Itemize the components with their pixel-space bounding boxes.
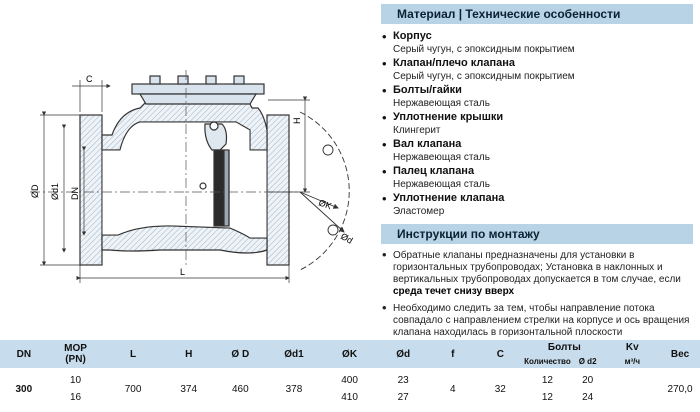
col-header-l: L	[103, 340, 163, 370]
col-header-bolts: Болты	[524, 340, 605, 354]
spec-table: DN MOP(PN) L H Ø D Ød1 ØK Ød f C Болты K…	[0, 340, 700, 406]
materials-list: Корпус Серый чугун, с эпоксидным покрыти…	[381, 29, 693, 218]
material-item: Уплотнение крышки Клингерит	[381, 110, 693, 137]
cell-weight: 270,0	[660, 368, 700, 406]
material-item: Болты/гайки Нержавеющая сталь	[381, 83, 693, 110]
cell-k: 400	[321, 368, 378, 389]
cell-mop: 16	[69, 392, 82, 403]
valve-disc	[199, 121, 230, 227]
material-name: Корпус	[393, 30, 432, 42]
cell-k: 410	[341, 392, 358, 403]
material-name: Клапан/плечо клапана	[393, 57, 516, 69]
cell-bolts-d2: 24	[582, 392, 594, 403]
cell-h: 374	[162, 368, 215, 406]
spec-sidebar: Материал | Технические особенности Корпу…	[381, 4, 693, 344]
dim-label-d1: Ød1	[50, 183, 60, 200]
cell-dn: 300	[0, 368, 48, 406]
dimension-lines	[40, 80, 310, 283]
table-row: 300 10 700 374 460 378 400 23 4 32 12 20…	[0, 368, 700, 406]
materials-header: Материал | Технические особенности	[381, 4, 693, 24]
instruction-emphasis: среда течет снизу вверх	[393, 286, 515, 297]
col-header-mop-sub: (PN)	[65, 354, 86, 365]
material-name: Уплотнение клапана	[393, 192, 505, 204]
material-name: Болты/гайки	[393, 84, 462, 96]
dim-label-c: C	[86, 74, 93, 84]
flange-bolt-circle	[299, 111, 350, 271]
material-name: Палец клапана	[393, 165, 475, 177]
col-header-bolts-qty: Количество	[524, 354, 571, 370]
cell-c: 32	[476, 368, 525, 406]
cell-small-d: 23	[377, 368, 429, 389]
material-item: Уплотнение клапана Эластомер	[381, 191, 693, 218]
col-header-small-d: Ød	[377, 340, 429, 370]
col-header-c: C	[476, 340, 525, 370]
col-header-d: Ø D	[214, 340, 267, 370]
instruction-item: Необходимо следить за тем, чтобы направл…	[381, 302, 693, 339]
material-value: Нержавеющая сталь	[393, 98, 490, 109]
cell-bolts-qty: 12	[541, 392, 553, 403]
cell-kv	[604, 368, 661, 406]
instruction-text: Обратные клапаны предназначены для устан…	[393, 250, 681, 285]
material-item: Палец клапана Нержавеющая сталь	[381, 164, 693, 191]
material-value: Серый чугун, с эпоксидным покрытием	[393, 71, 575, 82]
material-item: Вал клапана Нержавеющая сталь	[381, 137, 693, 164]
valve-cover	[131, 75, 265, 105]
cell-bolts-qty: 12	[524, 368, 571, 389]
valve-bore	[101, 121, 268, 239]
cell-bolts-d2: 20	[570, 368, 605, 389]
col-header-d1: Ød1	[266, 340, 322, 370]
material-value: Эластомер	[393, 206, 445, 217]
dim-label-l: L	[180, 267, 185, 277]
col-header-bolts-d2: Ø d2	[570, 354, 605, 370]
material-item: Клапан/плечо клапана Серый чугун, с эпок…	[381, 56, 693, 83]
cell-mop: 10	[47, 368, 104, 389]
instructions-header: Инструкции по монтажу	[381, 224, 693, 244]
col-header-h: H	[162, 340, 215, 370]
material-item: Корпус Серый чугун, с эпоксидным покрыти…	[381, 29, 693, 56]
cell-d1: 378	[266, 368, 322, 406]
dim-label-dn: DN	[70, 187, 80, 200]
material-name: Вал клапана	[393, 138, 462, 150]
col-header-k: ØK	[321, 340, 378, 370]
valve-section-svg: C H ØD Ød1 DN ØK Ød L	[30, 70, 354, 283]
dim-label-small-d: Ød	[339, 231, 354, 246]
material-value: Клингерит	[393, 125, 441, 136]
material-name: Уплотнение крышки	[393, 111, 504, 123]
dim-label-d: ØD	[30, 184, 40, 198]
col-header-f: f	[428, 340, 477, 370]
col-header-kv: Kv	[604, 340, 661, 354]
instruction-text: Необходимо следить за тем, чтобы направл…	[393, 303, 690, 338]
material-value: Нержавеющая сталь	[393, 179, 490, 190]
dim-label-k: ØK	[317, 197, 333, 211]
col-header-dn: DN	[0, 340, 48, 370]
col-header-weight: Вес	[660, 340, 700, 370]
centerlines	[30, 70, 300, 265]
cell-l: 700	[103, 368, 163, 406]
col-header-kv-unit: м³/ч	[604, 354, 661, 370]
table-row: 16 410 27 12 24	[0, 389, 700, 406]
instructions-list: Обратные клапаны предназначены для устан…	[381, 249, 693, 339]
material-value: Нержавеющая сталь	[393, 152, 490, 163]
cell-small-d: 27	[397, 392, 409, 403]
col-header-mop-label: MOP	[64, 343, 87, 354]
cell-d: 460	[214, 368, 267, 406]
dim-label-h: H	[292, 118, 302, 125]
material-value: Серый чугун, с эпоксидным покрытием	[393, 44, 575, 55]
cell-f: 4	[428, 368, 477, 406]
valve-drawing: C H ØD Ød1 DN ØK Ød L	[0, 0, 372, 300]
instruction-item: Обратные клапаны предназначены для устан…	[381, 249, 693, 298]
col-header-mop: MOP(PN)	[47, 340, 104, 370]
